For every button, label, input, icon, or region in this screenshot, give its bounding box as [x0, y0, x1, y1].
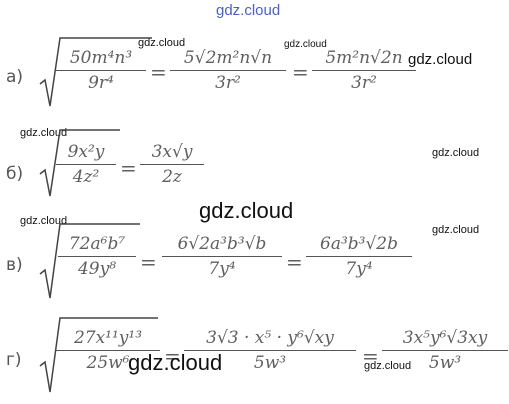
watermark-top: gdz.cloud	[216, 2, 281, 19]
step2-fraction: 6a³b³√2b 7y⁴	[306, 234, 412, 279]
step2-fraction: 5m²n√2n 3r²	[312, 48, 416, 93]
step1-fraction: 6√2a³b³√b 7y⁴	[162, 234, 282, 279]
watermark: gdz.cloud	[364, 360, 412, 372]
step1-fraction: 5√2m²n√n 3r²	[170, 48, 286, 93]
step1-numerator: 5√2m²n√n	[183, 48, 273, 68]
watermark-large: gdz.cloud	[199, 198, 294, 223]
step2-numerator: 3x⁵y⁶√3xy	[402, 328, 488, 348]
step1-denominator: 2z	[162, 167, 182, 187]
radicand-denominator: 4z²	[72, 167, 100, 187]
radicand-fraction: 50m⁴n³ 9r⁴	[56, 48, 146, 93]
radicand-denominator: 9r⁴	[88, 73, 114, 93]
radical-sign	[39, 222, 140, 302]
step2-denominator: 5w³	[428, 353, 462, 373]
step1-numerator: 3√3 · x⁵ · y⁶√xy	[206, 328, 334, 348]
fraction-bar	[170, 70, 286, 71]
watermark: gdz.cloud	[432, 147, 480, 159]
step1-denominator: 7y⁴	[208, 259, 236, 279]
item-label: а)	[6, 67, 24, 87]
equals-sign: =	[362, 344, 379, 368]
step1-denominator: 3r²	[215, 73, 241, 93]
watermark: gdz.cloud	[20, 127, 68, 139]
fraction-bar	[58, 256, 136, 257]
radicand-numerator: 72a⁶b⁷	[68, 234, 126, 254]
radical-sign	[39, 316, 160, 396]
fraction-bar	[306, 256, 412, 257]
step2-numerator: 5m²n√2n	[325, 48, 403, 68]
radicand-numerator: 9x²y	[67, 142, 105, 162]
step2-denominator: 3r²	[351, 73, 377, 93]
step1-numerator: 3x√y	[151, 142, 193, 162]
watermark: gdz.cloud	[138, 37, 186, 49]
step2-numerator: 6a³b³√2b	[320, 234, 398, 254]
item-a: а) 50m⁴n³ 9r⁴ = 5√2m²n√n 3r² = 5m²n√2n 3…	[6, 37, 506, 110]
watermark: gdz.cloud	[20, 215, 68, 227]
radicand-fraction: 27x¹¹y¹³ 25w⁶	[56, 328, 160, 373]
item-label: в)	[6, 255, 23, 275]
step2-fraction: 3x⁵y⁶√3xy 5w³	[382, 328, 508, 373]
fraction-bar	[56, 70, 146, 71]
fraction-bar	[56, 164, 116, 165]
item-label: б)	[6, 164, 24, 184]
equals-sign: =	[164, 344, 181, 368]
radicand-numerator: 27x¹¹y¹³	[73, 328, 143, 348]
fraction-bar	[184, 350, 356, 351]
equals-sign: =	[140, 250, 157, 274]
step1-fraction: 3√3 · x⁵ · y⁶√xy 5w³	[184, 328, 356, 373]
radical-sign	[39, 37, 152, 110]
item-g: г) 27x¹¹y¹³ 25w⁶ = 3√3 · x⁵ · y⁶√xy 5w³ …	[6, 316, 508, 393]
watermark: gdz.cloud	[408, 51, 473, 68]
fraction-bar	[56, 350, 160, 351]
fraction-bar	[162, 256, 282, 257]
step1-fraction: 3x√y 2z	[140, 142, 204, 187]
step2-denominator: 7y⁴	[345, 259, 373, 279]
watermark-large: gdz.cloud	[128, 350, 223, 375]
equals-sign: =	[292, 60, 309, 84]
watermark: gdz.cloud	[284, 39, 327, 50]
radicand-numerator: 50m⁴n³	[69, 48, 133, 68]
fraction-bar	[140, 164, 204, 165]
item-v: в) 72a⁶b⁷ 49y⁸ = 6√2a³b³√b 7y⁴ = 6a³b³√2…	[6, 222, 506, 299]
step1-numerator: 6√2a³b³√b	[177, 234, 267, 254]
step1-denominator: 5w³	[253, 353, 287, 373]
watermark: gdz.cloud	[432, 224, 480, 236]
radicand-fraction: 9x²y 4z²	[56, 142, 116, 187]
radical-sign	[39, 129, 120, 200]
fraction-bar	[312, 70, 416, 71]
equals-sign: =	[150, 60, 167, 84]
equals-sign: =	[120, 156, 137, 180]
radicand-denominator: 25w⁶	[86, 353, 130, 373]
radicand-fraction: 72a⁶b⁷ 49y⁸	[58, 234, 136, 279]
item-b: б) 9x²y 4z² = 3x√y 2z	[6, 129, 306, 200]
item-label: г)	[6, 350, 22, 370]
equals-sign: =	[286, 250, 303, 274]
fraction-bar	[382, 350, 508, 351]
radicand-denominator: 49y⁸	[77, 259, 117, 279]
